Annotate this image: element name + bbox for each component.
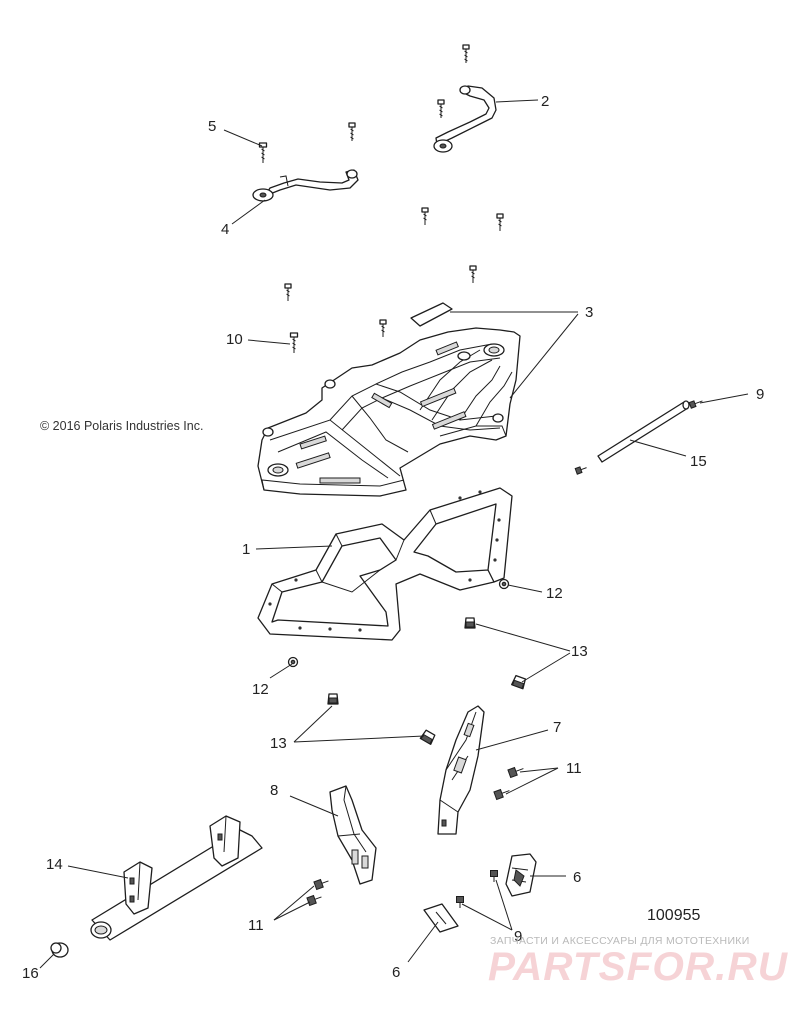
nut-icon xyxy=(498,578,510,590)
screw-icon xyxy=(284,283,292,301)
clip-icon xyxy=(327,693,339,705)
callout-5: 5 xyxy=(208,118,216,135)
callout-11-left: 11 xyxy=(248,917,264,934)
callout-12-left: 12 xyxy=(252,681,269,698)
clip-icon xyxy=(419,729,436,745)
callout-11-right: 11 xyxy=(566,760,582,777)
screw-icon xyxy=(348,122,356,141)
copyright-text: © 2016 Polaris Industries Inc. xyxy=(40,419,203,433)
callout-9-bottom: 9 xyxy=(514,928,522,945)
end-cap-part-16 xyxy=(50,942,69,958)
callout-3: 3 xyxy=(585,304,593,321)
bolt-icon xyxy=(456,896,464,908)
callout-16: 16 xyxy=(22,965,39,982)
screw-group xyxy=(258,44,504,353)
callout-13-right: 13 xyxy=(571,643,588,660)
leader-lines xyxy=(39,99,749,969)
support-bracket-right-part-7 xyxy=(437,705,485,835)
callout-9-top: 9 xyxy=(756,386,764,403)
bolt-icon xyxy=(507,766,524,779)
bolt-icon xyxy=(493,788,510,801)
rod-part-15 xyxy=(597,400,690,463)
callout-4: 4 xyxy=(221,221,229,238)
bolt-icon xyxy=(490,870,498,882)
screw-icon xyxy=(379,319,387,337)
callout-14: 14 xyxy=(46,856,63,873)
callout-1: 1 xyxy=(242,541,250,558)
screw-icon xyxy=(289,332,299,353)
screw-icon xyxy=(437,99,445,118)
clip-icon xyxy=(511,674,527,690)
bolt-icon xyxy=(574,466,587,475)
callout-15: 15 xyxy=(690,453,707,470)
figure-number: 100955 xyxy=(647,907,700,924)
callout-13-left: 13 xyxy=(270,735,287,752)
grab-handle-left-part-4 xyxy=(252,169,359,202)
tubular-frame-part-1 xyxy=(257,487,513,641)
callout-10: 10 xyxy=(226,331,243,348)
clip-icon xyxy=(464,617,476,629)
callout-7: 7 xyxy=(553,719,561,736)
grab-handle-right-part-2 xyxy=(433,85,497,153)
screw-icon xyxy=(496,213,504,231)
screw-icon xyxy=(469,265,477,283)
callout-6-lower: 6 xyxy=(392,964,400,981)
watermark-logo: PARTSFOR.RU xyxy=(488,945,788,989)
tube-bracket-part-14 xyxy=(90,815,263,941)
callout-6-upper: 6 xyxy=(573,869,581,886)
watermark-tagline: ЗАПЧАСТИ И АКСЕССУАРЫ ДЛЯ МОТОТЕХНИКИ xyxy=(490,935,750,947)
screw-icon xyxy=(462,44,470,63)
callout-8: 8 xyxy=(270,782,278,799)
clamp-part-6-upper xyxy=(505,853,537,897)
callout-labels: 2 5 4 3 10 9 15 1 12 13 12 13 7 11 8 14 … xyxy=(22,93,764,982)
rack-panel-part-3 xyxy=(257,302,521,497)
screw-icon xyxy=(258,142,268,163)
clamp-part-6-lower xyxy=(423,903,459,933)
callout-12-right: 12 xyxy=(546,585,563,602)
bolt-icon xyxy=(313,878,329,891)
callout-2: 2 xyxy=(541,93,549,110)
bolt-icon xyxy=(688,400,703,409)
screw-icon xyxy=(421,207,429,225)
bolt-icon xyxy=(306,894,322,907)
support-bracket-left-part-8 xyxy=(329,785,377,885)
watermark: ЗАПЧАСТИ И АКСЕССУАРЫ ДЛЯ МОТОТЕХНИКИ PA… xyxy=(488,935,788,989)
